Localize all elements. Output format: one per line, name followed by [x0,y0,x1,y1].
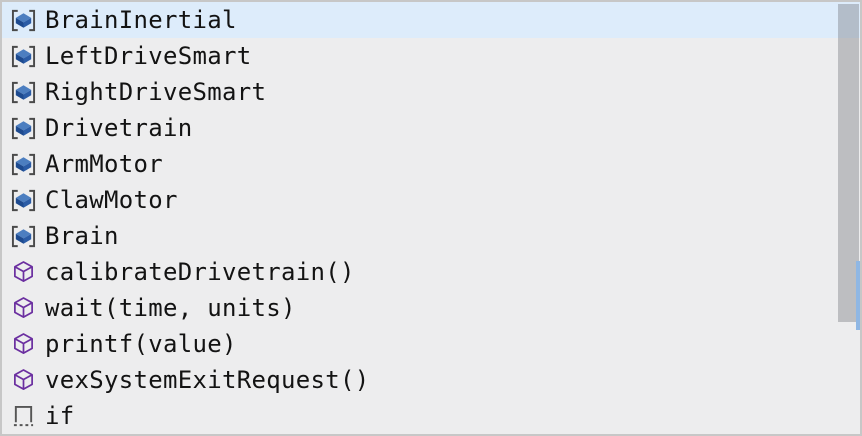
cube-outline-icon [7,332,39,357]
completion-item[interactable]: LeftDriveSmart [2,38,860,74]
completion-item-label: ArmMotor [45,150,163,178]
bracketed-3d-box-icon [7,224,39,249]
dashed-square-icon [7,404,39,429]
bracketed-3d-box-icon [7,8,39,33]
cube-outline-icon [7,296,39,321]
completion-item-label: printf(value) [45,330,237,358]
cube-outline-icon [7,368,39,393]
completion-item[interactable]: Brain [2,218,860,254]
completion-item-label: Drivetrain [45,114,193,142]
bracketed-3d-box-icon [7,188,39,213]
completion-item-label: calibrateDrivetrain() [45,258,355,286]
completion-item[interactable]: vexSystemExitRequest() [2,362,860,398]
completion-item-label: RightDriveSmart [45,78,267,106]
completion-item[interactable]: calibrateDrivetrain() [2,254,860,290]
completion-item[interactable]: BrainInertial [2,2,860,38]
completion-item-label: BrainInertial [45,6,237,34]
completion-item[interactable]: ClawMotor [2,182,860,218]
bracketed-3d-box-icon [7,152,39,177]
completion-item-label: LeftDriveSmart [45,42,252,70]
completion-item[interactable]: printf(value) [2,326,860,362]
completion-item[interactable]: ArmMotor [2,146,860,182]
bracketed-3d-box-icon [7,80,39,105]
editor-scrollbar-fragment[interactable] [856,261,860,330]
cube-outline-icon [7,260,39,285]
completion-item[interactable]: Drivetrain [2,110,860,146]
completion-item[interactable]: RightDriveSmart [2,74,860,110]
completion-item[interactable]: if [2,398,860,434]
scrollbar-thumb[interactable] [838,4,859,322]
completion-item-label: if [45,402,75,430]
bracketed-3d-box-icon [7,44,39,69]
completion-item-label: vexSystemExitRequest() [45,366,370,394]
completion-item-label: Brain [45,222,119,250]
completion-item-label: wait(time, units) [45,294,296,322]
completion-item[interactable]: wait(time, units) [2,290,860,326]
bracketed-3d-box-icon [7,116,39,141]
completion-item-label: ClawMotor [45,186,178,214]
